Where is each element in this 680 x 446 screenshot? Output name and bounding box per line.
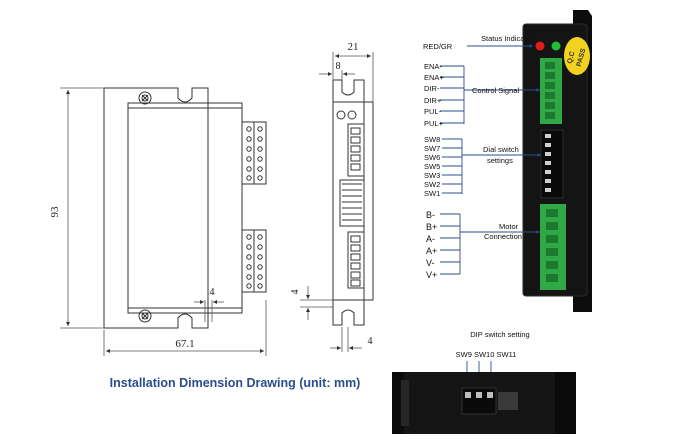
sw6-label: SW6 <box>424 153 440 162</box>
sw1-label: SW1 <box>424 189 440 198</box>
dim-slot-width-label: 4 <box>210 287 215 298</box>
dim-width-label: 67.1 <box>175 338 194 350</box>
front-body-outline <box>127 102 243 314</box>
front-terminal-lower <box>241 229 267 293</box>
side-terminal-lower <box>347 231 365 289</box>
pin-a-plus: A+ <box>426 246 437 256</box>
motor-pin-labels: B- B+ A- A+ V- V+ <box>426 210 437 280</box>
side-dimensions <box>300 52 374 352</box>
front-flange-outline <box>103 87 209 329</box>
dim-slot-height-label: 4 <box>290 290 301 295</box>
front-dimensions <box>60 87 267 356</box>
sw8-label: SW8 <box>424 135 440 144</box>
led-green-icon <box>551 41 561 51</box>
label-dial-switch-2: settings <box>487 156 513 165</box>
caption: Installation Dimension Drawing (unit: mm… <box>110 376 361 390</box>
qc-sticker <box>564 37 590 75</box>
dial-switch-labels: SW8 SW7 SW6 SW5 SW3 SW2 SW1 <box>424 135 440 198</box>
pin-ena-plus: ENA+ <box>424 73 444 82</box>
sw7-label: SW7 <box>424 144 440 153</box>
sw5-label: SW5 <box>424 162 440 171</box>
side-dip-switches <box>339 179 365 227</box>
side-rail-outline <box>332 79 365 326</box>
label-motor: Motor <box>499 222 519 231</box>
led-red-icon <box>535 41 545 51</box>
control-pin-labels: ENA- ENA+ DIR- DIR+ PUL- PUL+ <box>424 62 444 128</box>
pin-pul-plus: PUL+ <box>424 119 444 128</box>
pin-pul-minus: PUL- <box>424 107 442 116</box>
driver-photo: Q.C PASS <box>522 10 592 312</box>
pin-dir-minus: DIR- <box>424 84 440 93</box>
pin-v-minus: V- <box>426 258 435 268</box>
label-dip-switches: SW9 SW10 SW11 <box>456 350 517 359</box>
label-control-signal: Control Signal <box>472 86 519 95</box>
label-motor-2: Connection <box>484 232 522 241</box>
dim-height-label: 93 <box>49 206 61 218</box>
dim-rail-label: 8 <box>336 61 341 72</box>
side-view <box>332 79 374 326</box>
label-status-indicator: Status Indicator <box>481 34 534 43</box>
front-terminal-upper <box>241 121 267 185</box>
label-dial-switch: Dial switch <box>483 145 519 154</box>
side-body-outline <box>332 101 374 301</box>
dip-switch-photo <box>392 372 576 434</box>
front-screw-top <box>138 91 152 105</box>
pin-b-plus: B+ <box>426 222 437 232</box>
front-view <box>103 87 267 329</box>
front-screw-bottom <box>138 309 152 323</box>
side-terminal-upper <box>347 123 365 177</box>
pin-dir-plus: DIR+ <box>424 96 442 105</box>
callout-lines <box>440 44 541 275</box>
dim-foot-label: 4 <box>368 336 373 347</box>
pin-ena-minus: ENA- <box>424 62 442 71</box>
qc-line2: PASS <box>576 47 588 67</box>
pin-b-minus: B- <box>426 210 435 220</box>
pin-v-plus: V+ <box>426 270 437 280</box>
control-terminal <box>540 58 562 124</box>
motor-terminal <box>540 204 566 290</box>
sw3-label: SW3 <box>424 171 440 180</box>
sw2-label: SW2 <box>424 180 440 189</box>
label-dip-switch-setting: DIP switch setting <box>470 330 529 339</box>
dial-switch-block <box>540 129 564 199</box>
dim-depth-label: 21 <box>348 41 359 53</box>
qc-line1: Q.C <box>567 51 577 65</box>
label-led: RED/GR <box>423 42 453 51</box>
pin-a-minus: A- <box>426 234 435 244</box>
